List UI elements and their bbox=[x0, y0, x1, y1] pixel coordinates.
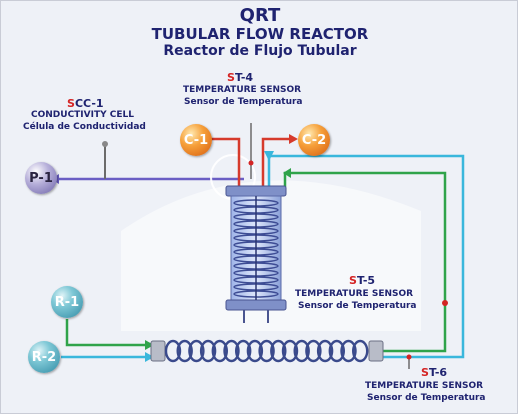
st4-tag: ST-4 bbox=[227, 71, 254, 84]
coil-loop bbox=[199, 339, 217, 363]
reagent-r2-badge: R-2 bbox=[28, 341, 60, 373]
scc1-name-en: CONDUCTIVITY CELL bbox=[31, 110, 134, 120]
c2-hot-line bbox=[261, 137, 291, 187]
coil-loop bbox=[270, 339, 287, 363]
c2-hot-arrow bbox=[289, 134, 298, 144]
st4-name-en: TEMPERATURE SENSOR bbox=[183, 85, 302, 95]
coil-inlet-fitting bbox=[150, 340, 166, 362]
coil-loop bbox=[164, 339, 182, 363]
st4-probe-tip bbox=[248, 160, 254, 166]
coil-loop bbox=[316, 339, 334, 363]
coil-loop bbox=[223, 339, 240, 363]
c1-hot-line bbox=[211, 137, 241, 187]
conductivity-probe-head bbox=[102, 141, 108, 147]
cooler-c1-badge: C-1 bbox=[180, 124, 212, 156]
coil-loop bbox=[246, 339, 264, 363]
r2-feed-arrow bbox=[145, 352, 154, 362]
st5-name-es: Sensor de Temperatura bbox=[298, 301, 417, 311]
cyan-return-line bbox=[267, 154, 465, 359]
reagent-r1-badge: R-1 bbox=[51, 286, 83, 318]
coil-loop bbox=[258, 339, 275, 363]
tubular-coil bbox=[164, 339, 369, 363]
coil-loop bbox=[211, 339, 229, 363]
scc1-tag: SCC-1 bbox=[67, 97, 104, 110]
coil-loop bbox=[293, 339, 310, 363]
product-code: QRT bbox=[239, 5, 281, 26]
green-feed-arrow bbox=[283, 168, 291, 178]
st6-sensor-dot bbox=[406, 354, 412, 360]
st6-name-en: TEMPERATURE SENSOR bbox=[365, 381, 484, 391]
st6-tag: ST-6 bbox=[421, 366, 448, 379]
st5-tag: ST-5 bbox=[349, 274, 376, 287]
green-feed-line bbox=[283, 171, 447, 353]
st5-sensor-dot bbox=[442, 300, 448, 306]
coil-loop bbox=[328, 339, 345, 363]
coil-loop bbox=[281, 339, 299, 363]
cyan-return-arrow bbox=[264, 151, 274, 161]
page-subtitle: Reactor de Flujo Tubular bbox=[163, 43, 357, 59]
st5-name-en: TEMPERATURE SENSOR bbox=[295, 289, 414, 299]
st6-name-es: Sensor de Temperatura bbox=[367, 393, 486, 403]
coil-loop bbox=[340, 339, 357, 363]
reactor-top-flange bbox=[225, 185, 287, 197]
scc1-name-es: Célula de Conductividad bbox=[23, 122, 146, 132]
coil-loop bbox=[234, 339, 252, 363]
r1-feed-arrow bbox=[145, 340, 154, 350]
page-title: TUBULAR FLOW REACTOR bbox=[151, 25, 369, 43]
coil-loop bbox=[176, 339, 193, 363]
coil-loop bbox=[305, 339, 322, 363]
st4-name-es: Sensor de Temperatura bbox=[184, 97, 303, 107]
coil-loop bbox=[352, 339, 369, 363]
r1-feed-line bbox=[65, 319, 151, 347]
pump-p1-badge: P-1 bbox=[25, 162, 57, 194]
reactor-bottom-flange bbox=[225, 299, 287, 311]
cooler-c2-badge: C-2 bbox=[298, 124, 330, 156]
coil-loop bbox=[188, 339, 205, 363]
coil-outlet-fitting bbox=[368, 340, 384, 362]
